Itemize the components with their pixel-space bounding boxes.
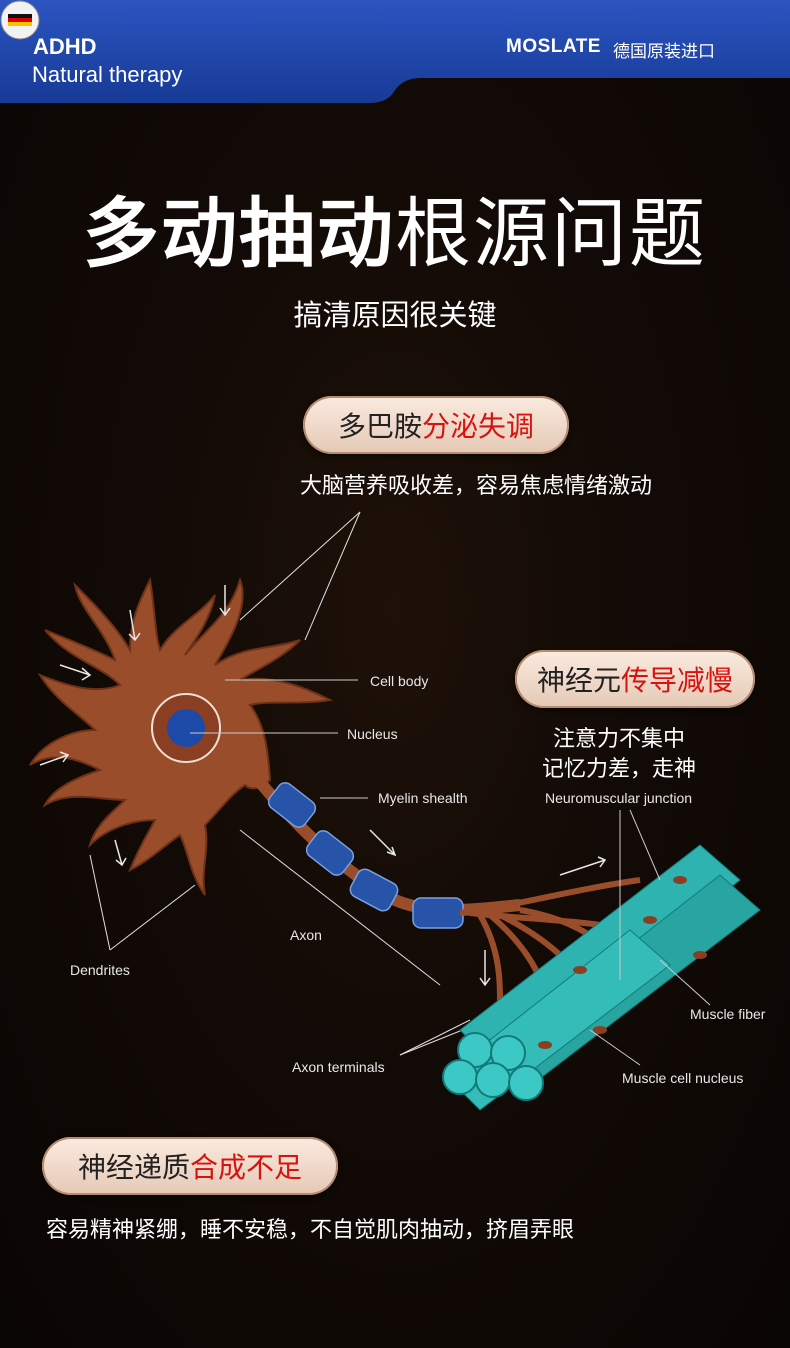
page-subtitle: 搞清原因很关键 [293, 298, 497, 332]
section-neurotransmitter-label: 神经递质 [77, 1151, 190, 1184]
header-banner: ADHD Natural therapy MOSLATE 德国原装进口 [0, 0, 790, 110]
page-title: 多动抽动根源问题 [0, 196, 790, 272]
title-light-part: 根源问题 [395, 189, 707, 278]
pointer-lines [89, 511, 501, 1056]
myelin-sheath-segments [267, 782, 464, 929]
label-nmj: Neuromuscular junction [545, 790, 692, 806]
header-subtitle: Natural therapy [32, 62, 183, 87]
label-dendrites: Dendrites [70, 962, 130, 978]
section-dopamine-highlight: 分泌失调 [422, 410, 535, 443]
section-neurotransmitter-desc: 容易精神紧绷，睡不安稳，不自觉肌肉抽动，挤眉弄眼 [46, 1218, 575, 1243]
import-label: 德国原装进口 [613, 42, 715, 62]
label-muscle-nucleus: Muscle cell nucleus [622, 1070, 743, 1086]
section-neuron-desc-2: 记忆力差，走神 [542, 757, 697, 782]
label-axon: Axon [290, 927, 322, 943]
nucleus-core [167, 709, 205, 747]
title-bold-part: 多动抽动 [83, 189, 395, 278]
section-neuron-highlight: 传导减慢 [621, 664, 734, 697]
label-axon-terminals: Axon terminals [292, 1059, 385, 1075]
section-dopamine-desc: 大脑营养吸收差，容易焦虑情绪激动 [300, 474, 653, 499]
muscle-fiber-bundle [442, 844, 761, 1111]
neuron-diagram: Cell body Nucleus Myelin shealth Neuromu… [29, 511, 766, 1111]
header-background [0, 0, 790, 103]
label-muscle-fiber: Muscle fiber [690, 1006, 766, 1022]
label-myelin: Myelin shealth [378, 790, 468, 806]
header-title: ADHD [33, 34, 97, 59]
made-in-germany-seal-icon [0, 0, 40, 40]
section-dopamine-label: 多巴胺 [337, 410, 422, 443]
label-nucleus: Nucleus [347, 726, 398, 742]
section-neuron-desc-1: 注意力不集中 [553, 727, 686, 752]
section-dopamine-pill: 多巴胺分泌失调 [303, 396, 569, 454]
label-leaders [190, 679, 711, 1066]
signal-flow-arrows [39, 585, 607, 987]
section-neurotransmitter-pill: 神经递质合成不足 [42, 1137, 338, 1195]
label-cell-body: Cell body [370, 673, 428, 689]
brand-logo: MOSLATE [506, 36, 601, 57]
section-neurotransmitter-highlight: 合成不足 [190, 1151, 303, 1184]
section-neuron-label: 神经元 [536, 664, 621, 697]
section-neuron-pill: 神经元传导减慢 [515, 650, 755, 708]
